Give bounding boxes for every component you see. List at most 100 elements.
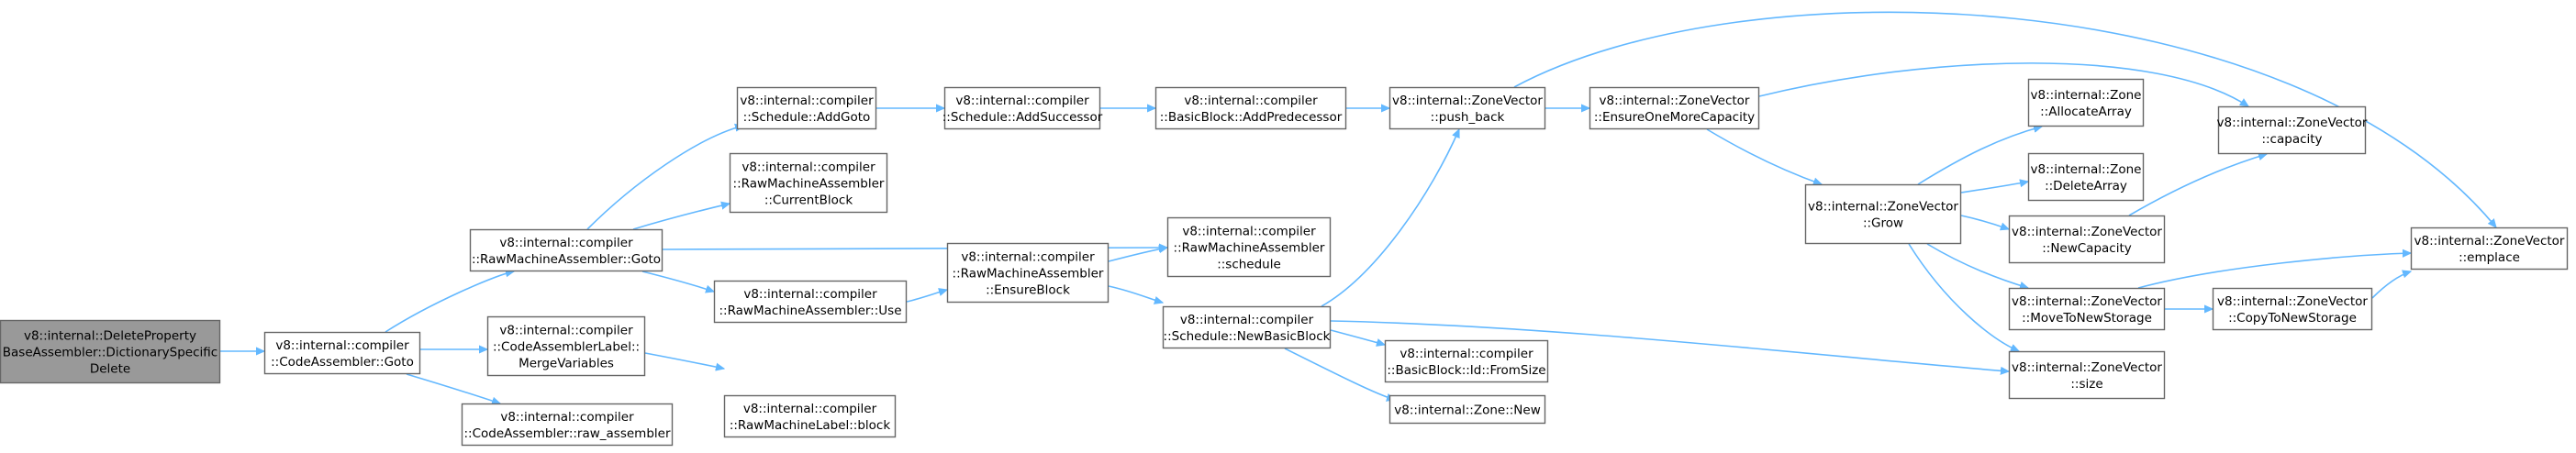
node-n8[interactable]: v8::internal::compiler::RawMachineLabel:… [723, 394, 897, 438]
node-n0[interactable]: v8::internal::DeletePropertyBaseAssemble… [0, 319, 221, 384]
node-n1[interactable]: v8::internal::compiler::CodeAssembler::G… [263, 331, 421, 375]
node-label-line: BaseAssembler::DictionarySpecific [3, 346, 217, 360]
node-label-line: v8::internal::compiler [499, 324, 633, 338]
node-label-line: ::CurrentBlock [764, 193, 853, 208]
node-label-line: ::RawMachineAssembler [953, 267, 1104, 282]
node-box [1162, 305, 1332, 349]
node-label-line: v8::internal::compiler [275, 338, 409, 353]
node-label-line: v8::internal::compiler [955, 94, 1089, 108]
node-n24[interactable]: v8::internal::ZoneVector::capacity [2217, 105, 2368, 155]
node-box [2217, 105, 2367, 155]
node-n10[interactable]: v8::internal::compiler::RawMachineAssemb… [946, 242, 1110, 304]
node-label-line: v8::internal::ZoneVector [1600, 94, 1750, 108]
edge-n18-to-n23 [1908, 243, 2019, 352]
node-label-line: ::CodeAssembler::raw_assembler [463, 426, 670, 441]
node-label-line: v8::internal::compiler [742, 160, 875, 175]
node-label-line: ::RawMachineAssembler::Goto [472, 252, 661, 267]
node-box [736, 86, 877, 130]
node-box [1804, 183, 1962, 245]
node-box [1388, 394, 1546, 425]
edge-n2-to-n5 [586, 126, 743, 230]
node-box [0, 319, 221, 384]
node-n17[interactable]: v8::internal::ZoneVector::EnsureOneMoreC… [1589, 86, 1760, 130]
node-n11[interactable]: v8::internal::compiler::BasicBlock::AddP… [1154, 86, 1347, 130]
node-n13[interactable]: v8::internal::compiler::Schedule::NewBas… [1162, 305, 1332, 349]
node-n4[interactable]: v8::internal::compiler::CodeAssembler::r… [461, 403, 674, 447]
node-label-line: ::RawMachineLabel::block [730, 418, 891, 433]
node-n21[interactable]: v8::internal::ZoneVector::NewCapacity [2008, 215, 2166, 264]
node-n9[interactable]: v8::internal::compiler::Schedule::AddSuc… [942, 86, 1103, 130]
node-n19[interactable]: v8::internal::Zone::AllocateArray [2027, 78, 2145, 127]
node-label-line: v8::internal::ZoneVector [2012, 225, 2162, 239]
edge-n10-to-n13 [1108, 285, 1163, 303]
node-n15[interactable]: v8::internal::compiler::BasicBlock::Id::… [1384, 339, 1549, 383]
node-box [263, 331, 421, 375]
edge-n22-to-n26 [2137, 253, 2411, 289]
node-label-line: v8::internal::ZoneVector [2012, 294, 2162, 309]
node-box [2212, 287, 2373, 331]
node-label-line: ::CodeAssemblerLabel:: [493, 340, 640, 355]
node-box [723, 394, 897, 438]
node-label-line: v8::internal::ZoneVector [2217, 116, 2368, 130]
node-n16[interactable]: v8::internal::Zone::New [1388, 394, 1546, 425]
edge-n14-to-n26 [1513, 11, 2496, 227]
edge-n18-to-n19 [1917, 127, 2042, 185]
node-n3[interactable]: v8::internal::compiler::CodeAssemblerLab… [486, 315, 646, 377]
node-label-line: ::size [2070, 377, 2102, 392]
node-box [1589, 86, 1760, 130]
node-n23[interactable]: v8::internal::ZoneVector::size [2008, 350, 2166, 400]
edge-n17-to-n24 [1758, 62, 2248, 106]
node-label-line: ::push_back [1431, 110, 1505, 125]
node-label-line: ::BasicBlock::Id::FromSize [1387, 363, 1545, 378]
node-label-line: ::Schedule::AddGoto [743, 110, 871, 125]
node-box [2027, 152, 2145, 202]
node-label-line: MergeVariables [519, 357, 614, 371]
edge-n18-to-n22 [1926, 243, 2028, 288]
node-label-line: v8::internal::Zone [2031, 88, 2142, 103]
node-label-line: ::DeleteArray [2045, 179, 2127, 193]
node-box [486, 315, 646, 377]
node-box [1154, 86, 1347, 130]
node-n18[interactable]: v8::internal::ZoneVector::Grow [1804, 183, 1962, 245]
node-n5[interactable]: v8::internal::compiler::Schedule::AddGot… [736, 86, 877, 130]
node-label-line: ::RawMachineAssembler::Use [719, 304, 901, 318]
node-box [469, 228, 664, 272]
node-n6[interactable]: v8::internal::compiler::RawMachineAssemb… [729, 152, 888, 214]
node-label-line: ::Schedule::NewBasicBlock [1164, 329, 1331, 344]
node-label-line: v8::internal::compiler [743, 402, 877, 416]
edge-n2-to-n7 [641, 271, 714, 292]
edge-n13-to-n23 [1330, 320, 2009, 371]
node-n12[interactable]: v8::internal::compiler::RawMachineAssemb… [1166, 216, 1332, 278]
edge-n3-to-n8 [644, 352, 724, 369]
node-box [943, 86, 1101, 130]
node-label-line: v8::internal::ZoneVector [2012, 360, 2162, 375]
node-label-line: v8::internal::compiler [1400, 347, 1533, 361]
node-label-line: ::EnsureOneMoreCapacity [1594, 110, 1755, 125]
edge-n2-to-n6 [632, 204, 730, 230]
node-label-line: v8::internal::ZoneVector [1808, 200, 1958, 215]
node-n26[interactable]: v8::internal::ZoneVector::emplace [2410, 226, 2569, 271]
node-label-line: v8::internal::Zone [2031, 162, 2142, 177]
node-box [461, 403, 674, 447]
node-label-line: v8::internal::Zone::New [1394, 403, 1540, 418]
node-label-line: v8::internal::compiler [499, 236, 633, 250]
node-n20[interactable]: v8::internal::Zone::DeleteArray [2027, 152, 2145, 202]
node-box [2008, 215, 2166, 264]
edge-n1-to-n4 [406, 373, 500, 403]
node-label-line: v8::internal::ZoneVector [2414, 234, 2565, 249]
node-n22[interactable]: v8::internal::ZoneVector::MoveToNewStora… [2008, 287, 2166, 331]
edge-n21-to-n24 [2128, 154, 2267, 216]
edge-n13-to-n14 [1321, 129, 1460, 307]
node-label-line: v8::internal::compiler [1184, 94, 1318, 108]
node-label-line: ::CodeAssembler::Goto [271, 355, 414, 370]
node-label-line: ::RawMachineAssembler [1174, 241, 1325, 256]
node-label-line: ::capacity [2261, 132, 2322, 147]
edge-n1-to-n2 [385, 271, 514, 333]
node-label-line: v8::internal::DeleteProperty [24, 329, 196, 344]
node-n2[interactable]: v8::internal::compiler::RawMachineAssemb… [469, 228, 664, 272]
node-label-line: v8::internal::compiler [740, 94, 874, 108]
node-n14[interactable]: v8::internal::ZoneVector::push_back [1388, 86, 1546, 130]
node-n7[interactable]: v8::internal::compiler::RawMachineAssemb… [713, 280, 908, 324]
node-n25[interactable]: v8::internal::ZoneVector::CopyToNewStora… [2212, 287, 2373, 331]
node-label-line: ::AllocateArray [2040, 105, 2132, 119]
